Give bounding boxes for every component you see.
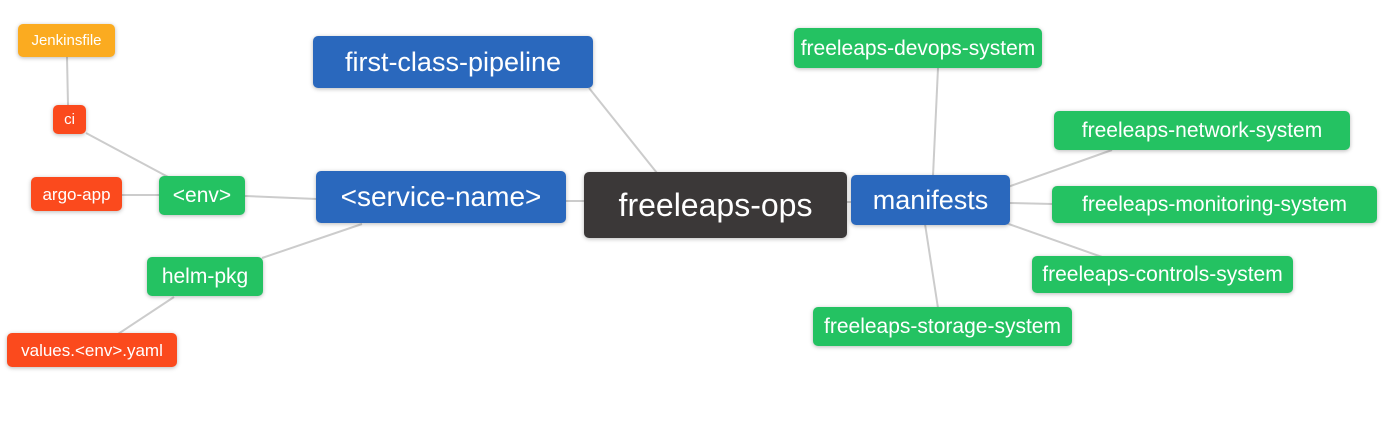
edge-values-helm-pkg xyxy=(117,296,175,335)
node-manifests[interactable]: manifests xyxy=(851,175,1010,225)
node-service-name[interactable]: <service-name> xyxy=(316,171,566,223)
edge-manifests-devops-system xyxy=(932,67,939,177)
node-ci[interactable]: ci xyxy=(53,105,86,134)
edge-jenkinsfile-ci xyxy=(66,56,69,106)
node-values-env-yaml-label: values.<env>.yaml xyxy=(21,340,163,360)
node-helm-pkg[interactable]: helm-pkg xyxy=(147,257,263,296)
edge-manifests-network-system xyxy=(1004,149,1113,189)
node-freeleaps-controls-system[interactable]: freeleaps-controls-system xyxy=(1032,256,1293,293)
node-freeleaps-storage-system-label: freeleaps-storage-system xyxy=(824,315,1061,338)
edge-env-service-name xyxy=(244,195,318,200)
node-argo-app-label: argo-app xyxy=(42,184,111,204)
node-values-env-yaml[interactable]: values.<env>.yaml xyxy=(7,333,177,367)
node-freeleaps-storage-system[interactable]: freeleaps-storage-system xyxy=(813,307,1072,346)
node-env-label: <env> xyxy=(172,184,232,207)
node-freeleaps-ops-root[interactable]: freeleaps-ops xyxy=(584,172,847,238)
node-freeleaps-ops-label: freeleaps-ops xyxy=(618,187,813,223)
node-freeleaps-network-system-label: freeleaps-network-system xyxy=(1081,119,1323,142)
node-freeleaps-network-system[interactable]: freeleaps-network-system xyxy=(1054,111,1350,150)
node-freeleaps-controls-system-label: freeleaps-controls-system xyxy=(1042,263,1283,286)
node-jenkinsfile[interactable]: Jenkinsfile xyxy=(18,24,115,57)
edge-manifests-storage-system xyxy=(924,223,939,309)
edge-manifests-monitoring-system xyxy=(1008,202,1054,205)
edge-pipeline-freeleaps-ops xyxy=(588,87,658,174)
node-ci-label: ci xyxy=(64,111,75,128)
node-env[interactable]: <env> xyxy=(159,176,245,215)
node-freeleaps-devops-system[interactable]: freeleaps-devops-system xyxy=(794,28,1042,68)
edge-manifests-controls-system xyxy=(1002,221,1103,258)
node-first-class-pipeline[interactable]: first-class-pipeline xyxy=(313,36,593,88)
node-helm-pkg-label: helm-pkg xyxy=(161,265,249,288)
node-freeleaps-monitoring-system-label: freeleaps-monitoring-system xyxy=(1082,193,1347,216)
node-first-class-pipeline-label: first-class-pipeline xyxy=(344,46,562,77)
node-freeleaps-devops-system-label: freeleaps-devops-system xyxy=(800,36,1036,60)
edge-ci-env xyxy=(85,132,171,179)
node-service-name-label: <service-name> xyxy=(340,181,542,212)
edge-helm-pkg-service-name xyxy=(261,223,363,259)
node-jenkinsfile-label: Jenkinsfile xyxy=(31,32,102,49)
node-argo-app[interactable]: argo-app xyxy=(31,177,122,211)
node-manifests-label: manifests xyxy=(872,184,989,215)
node-freeleaps-monitoring-system[interactable]: freeleaps-monitoring-system xyxy=(1052,186,1377,223)
